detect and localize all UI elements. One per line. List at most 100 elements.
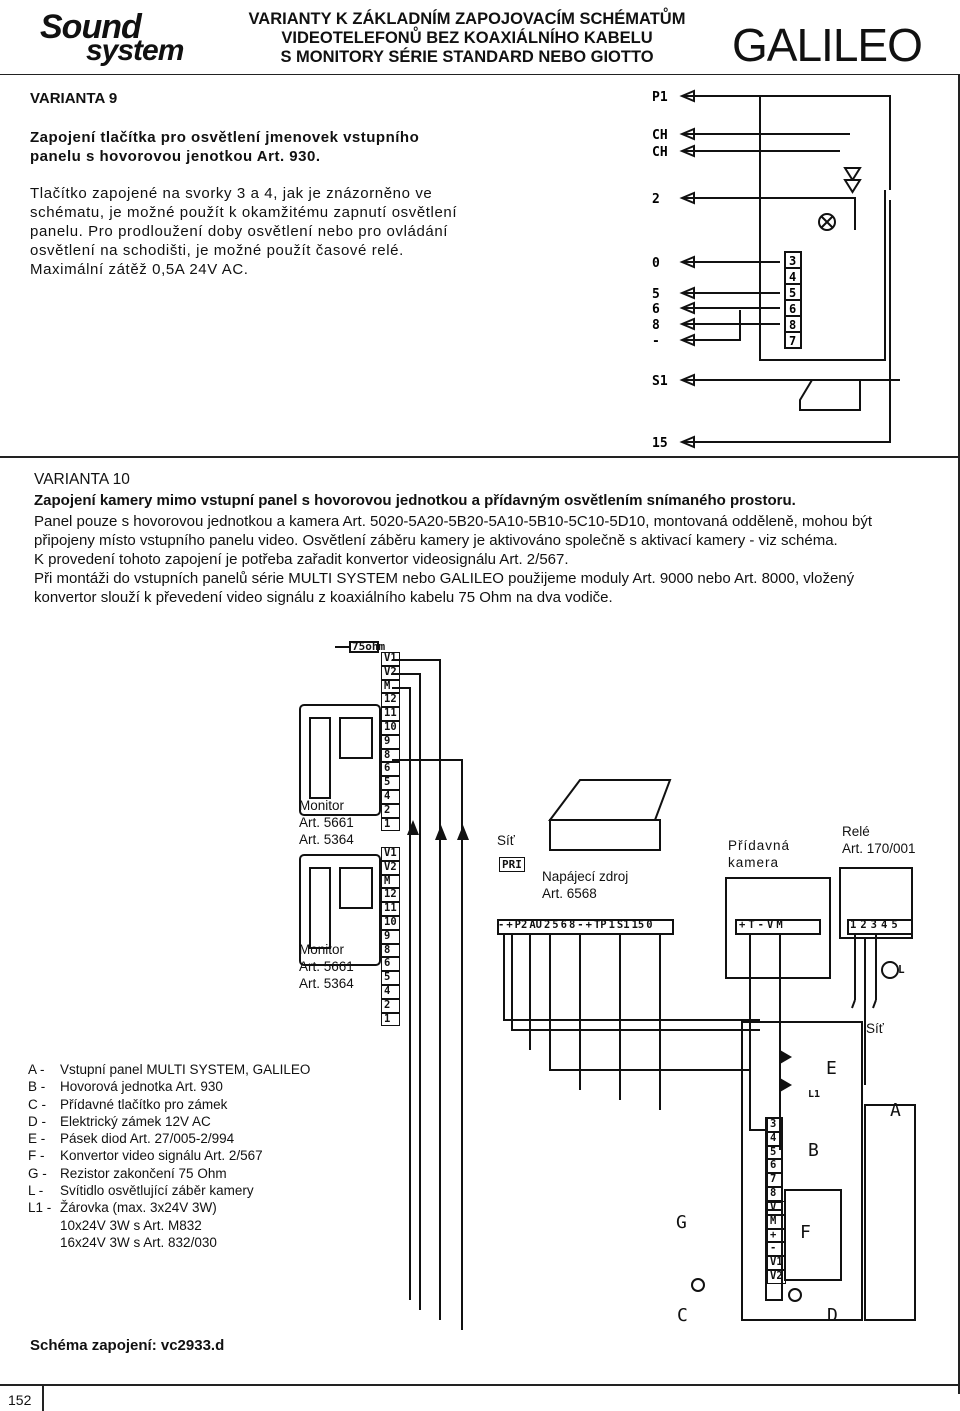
- legend-key: A -: [28, 1062, 45, 1077]
- relay-terminal: 4: [880, 919, 888, 931]
- psu-terminal: 1: [608, 919, 615, 931]
- lamp-label: L: [898, 963, 905, 976]
- psu-terminal: +: [506, 919, 513, 931]
- monitor1-art1: Art. 5661: [299, 815, 354, 830]
- f-terminal: +: [767, 1228, 786, 1243]
- legend-text: Přídavné tlačítko pro zámek: [60, 1096, 228, 1112]
- legend-key: L1 -: [28, 1200, 52, 1216]
- legend-item-extra: 10x24V 3W s Art. M832: [60, 1217, 202, 1233]
- legend-item: L1 -Žárovka (max. 3x24V 3W): [28, 1199, 310, 1216]
- monitor-terminal: M: [381, 874, 400, 889]
- page-title: VARIANTY K ZÁKLADNÍM ZAPOJOVACÍM SCHÉMAT…: [232, 10, 702, 67]
- panel-letter-f: F: [800, 1222, 811, 1243]
- psu-name: Napájecí zdroj: [542, 869, 629, 884]
- panel-letter-b: B: [808, 1140, 819, 1161]
- legend-text: Pásek diod Art. 27/005-2/994: [60, 1131, 235, 1147]
- galileo-logo: GALILEO: [732, 19, 923, 71]
- monitor-terminal: 5: [381, 776, 400, 790]
- camera-terminal: +: [739, 919, 746, 931]
- block-terminal-label: 6: [789, 302, 796, 316]
- terminal-label: S1: [652, 374, 668, 389]
- legend-item: C - Přídavné tlačítko pro zámek: [28, 1096, 310, 1113]
- terminal-label: 15: [652, 436, 668, 451]
- monitor-terminal: 1: [381, 817, 400, 832]
- legend-key: G -: [28, 1165, 47, 1181]
- monitor-terminal: 11: [381, 707, 400, 721]
- terminal-label: 5: [652, 287, 660, 302]
- terminal-label: 0: [652, 256, 660, 271]
- monitor-terminal: 9: [381, 734, 400, 749]
- monitor-terminal: 1: [381, 1012, 400, 1027]
- legend-key: D -: [28, 1113, 46, 1129]
- body-line: K provedení tohoto zapojení je potřeba z…: [34, 551, 569, 568]
- monitor1-label: Monitor Art. 5661 Art. 5364: [299, 797, 354, 848]
- b-terminal: 6: [767, 1159, 783, 1174]
- legend-key: C -: [28, 1096, 46, 1112]
- variant9-subtitle: Zapojení tlačítka pro osvětlení jmenovek…: [30, 129, 420, 165]
- legend-item: L -Svítidlo osvětlující záběr kamery: [28, 1182, 310, 1199]
- monitor-terminal: 2: [381, 803, 400, 818]
- sound-system-logo: Sound: [40, 8, 142, 46]
- b-terminal: 4: [767, 1131, 783, 1146]
- legend-item: F -Konvertor video signálu Art. 2/567: [28, 1147, 310, 1164]
- block-terminal-label: 3: [789, 254, 796, 268]
- legend-key: B -: [28, 1079, 46, 1095]
- legend-item: E -Pásek diod Art. 27/005-2/994: [28, 1130, 310, 1147]
- variant9-body: Tlačítko zapojené na svorky 3 a 4, jak j…: [30, 185, 458, 278]
- terminal-label: P1: [652, 90, 668, 105]
- psu-terminal: +: [585, 919, 592, 931]
- block-terminal-label: 7: [789, 334, 796, 348]
- mains-label-relay: Síť: [866, 1021, 884, 1036]
- body-line: Při montáži do vstupních panelů série MU…: [34, 570, 855, 587]
- monitor1-art2: Art. 5364: [299, 832, 354, 847]
- b-terminal: 3: [767, 1118, 783, 1132]
- legend-text: Rezistor zakončení 75 Ohm: [60, 1165, 227, 1181]
- footer-divider: [0, 1384, 960, 1386]
- panel-letter-e: E: [826, 1058, 837, 1079]
- variant9-title: VARIANTA 9: [30, 90, 118, 107]
- block-terminal-label: 4: [789, 270, 796, 284]
- legend-item: A -Vstupní panel MULTI SYSTEM, GALILEO: [28, 1061, 310, 1078]
- panel-letter-g: G: [676, 1212, 687, 1233]
- monitor-terminal: 9: [381, 929, 400, 944]
- monitor-terminal: 12: [381, 888, 400, 903]
- psu-art: Art. 6568: [542, 886, 597, 901]
- psu-terminal: 0: [646, 919, 653, 931]
- relay-label: Relé Art. 170/001: [842, 823, 916, 857]
- legend-item: B - Hovorová jednotka Art. 930: [28, 1078, 310, 1095]
- schema-label: Schéma zapojení: vc2933.d: [30, 1337, 225, 1354]
- frame-right-border: [958, 74, 960, 1394]
- psu-terminal: S1: [616, 919, 630, 931]
- terminal-label: CH: [652, 128, 668, 143]
- terminal-label: CH: [652, 145, 668, 160]
- psu-terminal: P2: [514, 919, 528, 931]
- relay-terminal: 1: [850, 919, 857, 931]
- monitor-terminal: V1: [381, 652, 400, 666]
- terminal-label: 8: [652, 318, 660, 333]
- title-line-3: S MONITORY SÉRIE STANDARD NEBO GIOTTO: [280, 48, 654, 66]
- relay-terminal: 5: [891, 919, 898, 931]
- legend-key: F -: [28, 1148, 45, 1164]
- body-line: Panel pouze s hovorovou jednotkou a kame…: [34, 513, 873, 530]
- psu-terminal: 6: [560, 919, 567, 931]
- psu-terminal: 2: [543, 919, 551, 931]
- body-line: připojeny místo vstupního panelu video. …: [34, 532, 838, 549]
- terminal-label: 2: [652, 192, 660, 207]
- section-divider: [0, 456, 960, 458]
- variant10-wiring-diagram: [299, 641, 916, 1330]
- monitor1-name: Monitor: [299, 798, 345, 813]
- b-terminal: 7: [767, 1173, 783, 1187]
- camera-terminal: M: [776, 919, 783, 931]
- monitor-terminal: V2: [381, 860, 400, 875]
- variant10-body: Panel pouze s hovorovou jednotkou a kame…: [34, 512, 934, 607]
- legend-item: G - Rezistor zakončení 75 Ohm: [28, 1165, 310, 1182]
- monitor-terminal: V1: [381, 847, 400, 861]
- monitor2-name: Monitor: [299, 942, 345, 957]
- legend-text: Hovorová jednotka Art. 930: [60, 1079, 223, 1095]
- title-line-1: VARIANTY K ZÁKLADNÍM ZAPOJOVACÍM SCHÉMAT…: [248, 10, 686, 28]
